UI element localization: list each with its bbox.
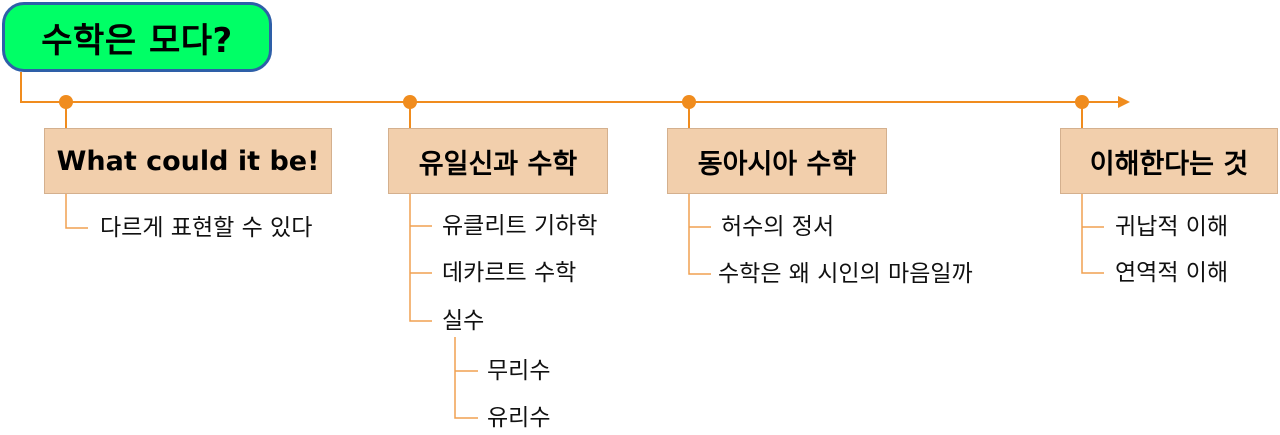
bracket-3-main <box>688 194 711 275</box>
title-text: 수학은 모다? <box>41 20 233 61</box>
bracket-2-sub <box>454 337 478 419</box>
timeline-line <box>20 72 1118 103</box>
topic-4-item-2: 연역적 이해 <box>1115 260 1229 286</box>
topic-label-2: 유일신과 수학 <box>418 148 578 180</box>
topic-1-item-1: 다르게 표현할 수 있다 <box>100 215 313 241</box>
topic-2-subitem-1: 무리수 <box>487 358 551 384</box>
topic-2-item-2: 데카르트 수학 <box>442 260 577 286</box>
topic-box-2: 유일신과 수학 <box>388 128 608 194</box>
timeline-dot-4 <box>1075 95 1089 109</box>
bracket-2-main <box>409 194 432 322</box>
topic-3-item-1: 허수의 정서 <box>721 214 835 240</box>
bracket-4-main <box>1081 194 1104 274</box>
topic-label-1: What could it be! <box>56 145 320 177</box>
topic-4-item-1: 귀납적 이해 <box>1115 214 1229 240</box>
timeline-dot-3 <box>682 95 696 109</box>
topic-3-item-2: 수학은 왜 시인의 마음일까 <box>718 261 973 287</box>
timeline-arrow <box>1118 96 1130 108</box>
bracket-1-1 <box>65 194 88 229</box>
topic-label-4: 이해한다는 것 <box>1089 148 1249 180</box>
timeline-dot-1 <box>59 95 73 109</box>
title-box: 수학은 모다? <box>2 2 272 72</box>
topic-2-subitem-2: 유리수 <box>487 405 551 431</box>
topic-label-3: 동아시아 수학 <box>697 148 857 180</box>
topic-2-item-3: 실수 <box>442 308 485 334</box>
topic-box-4: 이해한다는 것 <box>1060 128 1278 194</box>
topic-box-1: What could it be! <box>44 128 332 194</box>
timeline-dot-2 <box>403 95 417 109</box>
topic-2-item-1: 유클리트 기하학 <box>442 213 598 239</box>
topic-box-3: 동아시아 수학 <box>667 128 887 194</box>
